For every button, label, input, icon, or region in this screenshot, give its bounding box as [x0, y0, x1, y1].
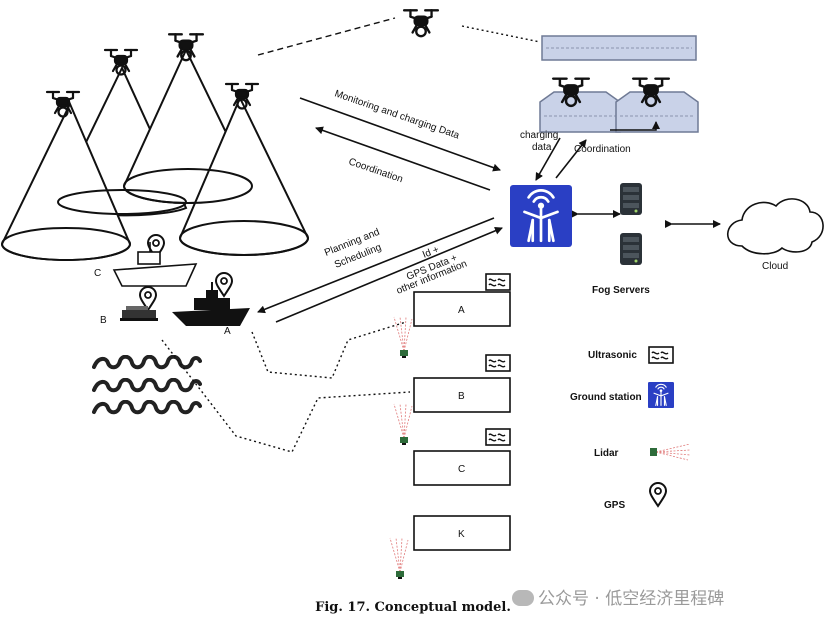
charging-data-arrow	[535, 137, 561, 181]
ultrasonic-sensor-icon	[485, 273, 511, 291]
lidar-sensor-icon	[393, 403, 413, 446]
gps-pin-icon	[215, 272, 233, 297]
cloud-label: Cloud	[762, 261, 788, 272]
charging-pad	[615, 91, 699, 133]
coordination-arrow	[315, 126, 491, 191]
ultrasonic-sensor-icon	[485, 428, 511, 446]
coordination-label: Coordination	[347, 156, 404, 185]
gps-pin-icon	[649, 482, 667, 507]
berth-box: B	[413, 354, 511, 413]
ultrasonic-sensor-icon	[648, 346, 674, 364]
drone-coverage-cones	[0, 47, 310, 261]
ship-icon	[112, 242, 198, 287]
berth-box: K	[413, 515, 511, 551]
ship-icon	[120, 306, 158, 321]
ship-label-b: B	[100, 315, 107, 326]
server-icon	[620, 233, 642, 265]
gps-data-arrow	[275, 226, 503, 323]
ground-station-icon	[510, 185, 572, 247]
charging-data-label: data	[532, 142, 552, 153]
wechat-icon	[512, 590, 534, 606]
watermark-text: 公众号 · 低空经济里程碑	[538, 589, 725, 609]
cloud-icon	[726, 198, 824, 255]
ship-label-a: A	[224, 326, 231, 337]
legend-ultrasonic-label: Ultrasonic	[588, 350, 637, 361]
wave-icon	[92, 355, 202, 370]
watermark: 公众号 · 低空经济里程碑	[512, 584, 724, 609]
wave-icon	[92, 400, 202, 415]
fog-servers-label: Fog Servers	[592, 285, 650, 296]
legend-ground-station-label: Ground station	[570, 392, 642, 403]
berth-label: A	[458, 305, 465, 316]
charging-pad	[539, 91, 621, 133]
berth-box: C	[413, 428, 511, 486]
berth-label: K	[458, 529, 465, 540]
berth-label: B	[458, 391, 465, 402]
monitoring-arrow	[299, 97, 501, 172]
berth-label: C	[458, 464, 465, 475]
coordination-right-label: Coordination	[574, 144, 631, 155]
ground-station-icon	[648, 382, 674, 408]
server-icon	[620, 183, 642, 215]
coordination-right-arrow	[555, 139, 587, 179]
drone-link-line	[461, 25, 541, 43]
figure-caption: Fig. 17. Conceptual model.	[315, 600, 511, 615]
ship-label-c: C	[94, 268, 101, 279]
lidar-sensor-icon	[649, 443, 691, 461]
legend-gps-label: GPS	[604, 500, 625, 511]
ship-icon	[172, 282, 250, 326]
ship-path-line	[251, 321, 407, 379]
drone-link-line	[257, 17, 396, 56]
berth-box: A	[413, 273, 511, 327]
drone-icon	[402, 9, 440, 38]
planning-arrow	[257, 217, 495, 314]
lidar-sensor-icon	[389, 537, 409, 580]
charging-pad	[541, 35, 697, 61]
legend-lidar-label: Lidar	[594, 448, 619, 459]
charging-data-label: charging	[520, 130, 558, 141]
wave-icon	[92, 378, 202, 393]
ship-path-line	[161, 339, 411, 453]
pad-link-line	[610, 121, 660, 131]
ultrasonic-sensor-icon	[485, 354, 511, 372]
